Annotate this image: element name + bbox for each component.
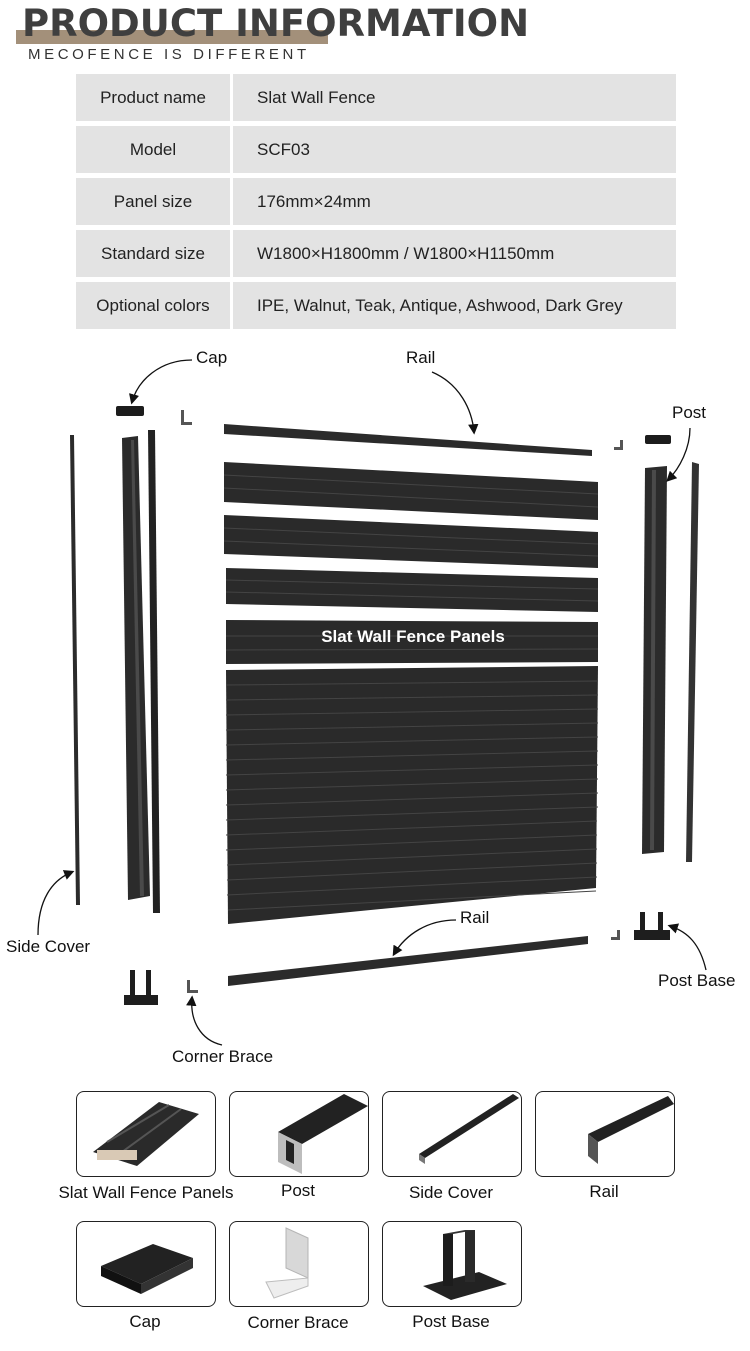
- spec-row: Optional colors IPE, Walnut, Teak, Antiq…: [76, 282, 676, 329]
- callout-post-base: Post Base: [658, 971, 736, 990]
- title-accent-band: [16, 30, 328, 44]
- card-label-rail: Rail: [589, 1182, 619, 1201]
- spec-row: Product name Slat Wall Fence: [76, 74, 676, 121]
- post-base-right: [634, 912, 670, 940]
- post-right: [642, 462, 699, 862]
- slat-panels: [224, 462, 598, 924]
- slat-grooves: [223, 474, 599, 911]
- spec-row: Standard size W1800×H1800mm / W1800×H115…: [76, 230, 676, 277]
- corner-brace-bottom-left: [187, 980, 198, 993]
- corner-brace-bottom-right: [611, 930, 620, 940]
- page-subtitle: MECOFENCE IS DIFFERENT: [28, 46, 310, 63]
- cap-left: [116, 406, 144, 416]
- card-corner-brace: [229, 1221, 369, 1307]
- corner-brace-top-right: [614, 440, 623, 450]
- corner-brace-top-left: [181, 410, 192, 425]
- arrow-rail-bottom: [392, 919, 457, 957]
- card-post-base: [382, 1221, 522, 1307]
- side-cover-icon: [419, 1094, 519, 1164]
- post-left: [122, 430, 160, 913]
- exploded-diagram: Cap Rail Post Slat Wall Fence Panels Sid…: [0, 340, 750, 1080]
- spec-row: Model SCF03: [76, 126, 676, 173]
- cap-right: [645, 435, 671, 444]
- page-title: PRODUCT INFORMATION: [22, 2, 530, 45]
- card-slat-panels: [76, 1091, 216, 1177]
- slat-panel-icon: [93, 1102, 199, 1166]
- card-cap: [76, 1221, 216, 1307]
- arrow-post: [666, 427, 691, 482]
- callout-corner-brace: Corner Brace: [172, 1047, 274, 1066]
- spec-value: W1800×H1800mm / W1800×H1150mm: [233, 230, 676, 277]
- card-label-post-base: Post Base: [412, 1312, 490, 1331]
- callout-side-cover: Side Cover: [6, 937, 91, 956]
- spec-key: Product name: [76, 74, 230, 121]
- spec-value: IPE, Walnut, Teak, Antique, Ashwood, Dar…: [233, 282, 676, 329]
- spec-key: Model: [76, 126, 230, 173]
- callout-cap: Cap: [196, 348, 228, 367]
- cap-icon: [101, 1244, 193, 1294]
- card-label-post: Post: [280, 1181, 316, 1200]
- rail-bottom: [228, 936, 588, 986]
- side-cover-left: [70, 435, 80, 905]
- callout-panels: Slat Wall Fence Panels: [321, 627, 505, 646]
- spec-value: SCF03: [233, 126, 676, 173]
- card-label-cap: Cap: [129, 1312, 161, 1331]
- rail-top: [224, 424, 592, 456]
- corner-brace-icon: [265, 1227, 309, 1299]
- callout-rail-bottom: Rail: [460, 908, 490, 927]
- arrow-rail-top: [431, 371, 479, 435]
- spec-key: Optional colors: [76, 282, 230, 329]
- card-side-cover: [382, 1091, 522, 1177]
- card-label-corner-brace: Corner Brace: [247, 1313, 349, 1332]
- arrow-side-cover: [37, 870, 75, 936]
- post-base-left: [124, 970, 158, 1005]
- callout-post: Post: [672, 403, 707, 422]
- card-label-slat-panels: Slat Wall Fence Panels: [58, 1183, 234, 1202]
- card-label-side-cover: Side Cover: [408, 1183, 494, 1202]
- spec-key: Standard size: [76, 230, 230, 277]
- arrow-corner-brace: [186, 995, 223, 1046]
- spec-value: Slat Wall Fence: [233, 74, 676, 121]
- post-base-icon: [423, 1230, 507, 1300]
- spec-value: 176mm×24mm: [233, 178, 676, 225]
- arrow-cap: [129, 359, 193, 405]
- spec-table: Product name Slat Wall Fence Model SCF03…: [76, 74, 676, 334]
- rail-icon: [588, 1096, 674, 1164]
- callout-rail-top: Rail: [406, 348, 436, 367]
- spec-row: Panel size 176mm×24mm: [76, 178, 676, 225]
- arrow-post-base: [667, 923, 707, 971]
- card-rail: [535, 1091, 675, 1177]
- spec-key: Panel size: [76, 178, 230, 225]
- card-post: [229, 1091, 369, 1177]
- post-profile-icon: [278, 1094, 368, 1174]
- exploded-diagram-drawing: [37, 359, 707, 1046]
